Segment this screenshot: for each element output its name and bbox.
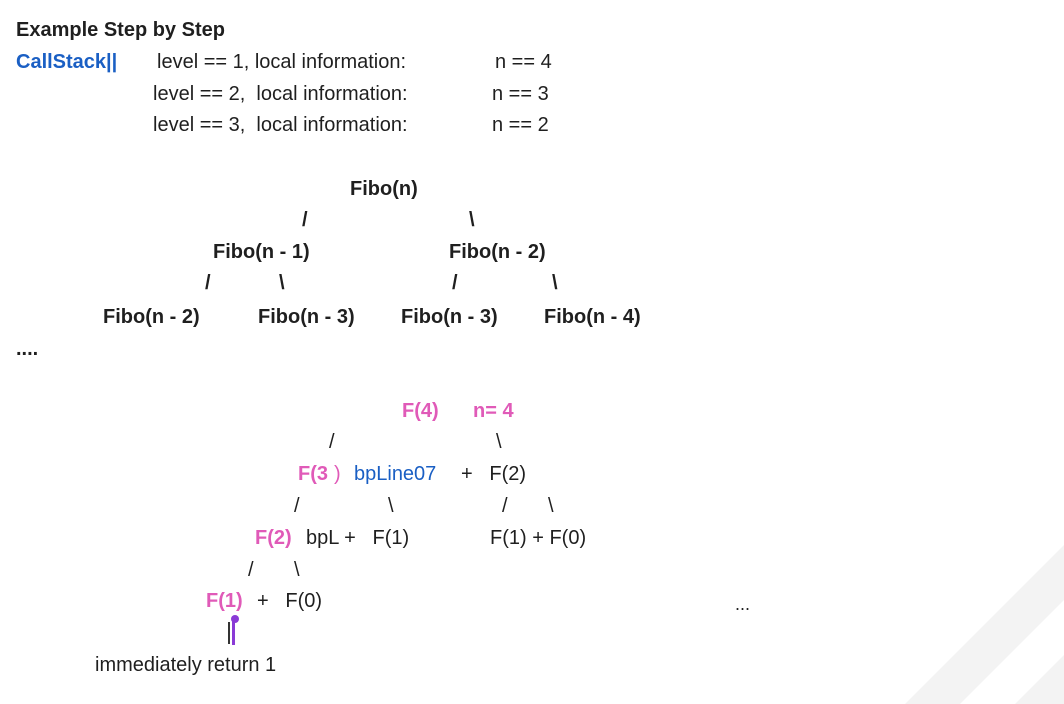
tree2-plus-f2: + F(2) [461,463,527,485]
tree1-ellipsis: .... [16,338,39,360]
tree1-leaf-d: Fibo(n - 4) [544,306,641,328]
callstack-label: CallStack|| [16,51,118,73]
tree1-leaf-a: Fibo(n - 2) [103,306,200,328]
tree1-leaf-c: Fibo(n - 3) [401,306,498,328]
tree2-node-f2: F(2) [255,527,292,549]
tree1-edge-l1-b: \ [279,272,285,294]
tree1-edge-l1-c: / [452,272,458,294]
tree2-bpline07: bpLine07 [354,463,437,485]
tree2-dots: ... [735,594,751,614]
return-note: immediately return 1 [95,654,277,676]
callstack-n-3: n == 2 [492,114,549,136]
callstack-level-1: level == 1, local information: [157,51,407,73]
tree1-node-fibo-n-1: Fibo(n - 1) [213,241,310,263]
tree1-root: Fibo(n) [350,178,418,200]
tree2-edge-l1-b: \ [388,495,394,517]
tree2-edge-root-right: \ [496,431,502,453]
tree2-root-n: n= 4 [473,400,514,422]
text-cursor-handle[interactable] [232,617,235,645]
tree2-node-f1: F(1) [206,590,243,612]
tree2-node-f3-paren: ) [334,463,341,485]
tree2-edge-l2-a: / [248,559,254,581]
page-heading: Example Step by Step [16,19,225,41]
text-cursor-knob-icon[interactable] [231,615,239,623]
tree1-edge-l1-d: \ [552,272,558,294]
callstack-n-2: n == 3 [492,83,549,105]
callstack-level-3: level == 3, local information: [153,114,408,136]
tree2-node-f3: F(3 [298,463,328,485]
tree1-edge-root-left: / [302,209,308,231]
callstack-level-2: level == 2, local information: [153,83,408,105]
callstack-n-1: n == 4 [495,51,552,73]
tree2-edge-l1-c: / [502,495,508,517]
text-caret [228,622,230,644]
tree1-edge-l1-a: / [205,272,211,294]
tree2-plus-f0: + F(0) [257,590,323,612]
tree2-root: F(4) [402,400,439,422]
tree2-edge-l1-a: / [294,495,300,517]
tree1-leaf-b: Fibo(n - 3) [258,306,355,328]
tree2-edge-l1-d: \ [548,495,554,517]
tree1-edge-root-right: \ [469,209,475,231]
tree2-bpl: bpL + F(1) [306,527,410,549]
tree2-edge-root-left: / [329,431,335,453]
tree2-f1-plus-f0: F(1) + F(0) [490,527,587,549]
tree2-edge-l2-b: \ [294,559,300,581]
tree1-node-fibo-n-2: Fibo(n - 2) [449,241,546,263]
